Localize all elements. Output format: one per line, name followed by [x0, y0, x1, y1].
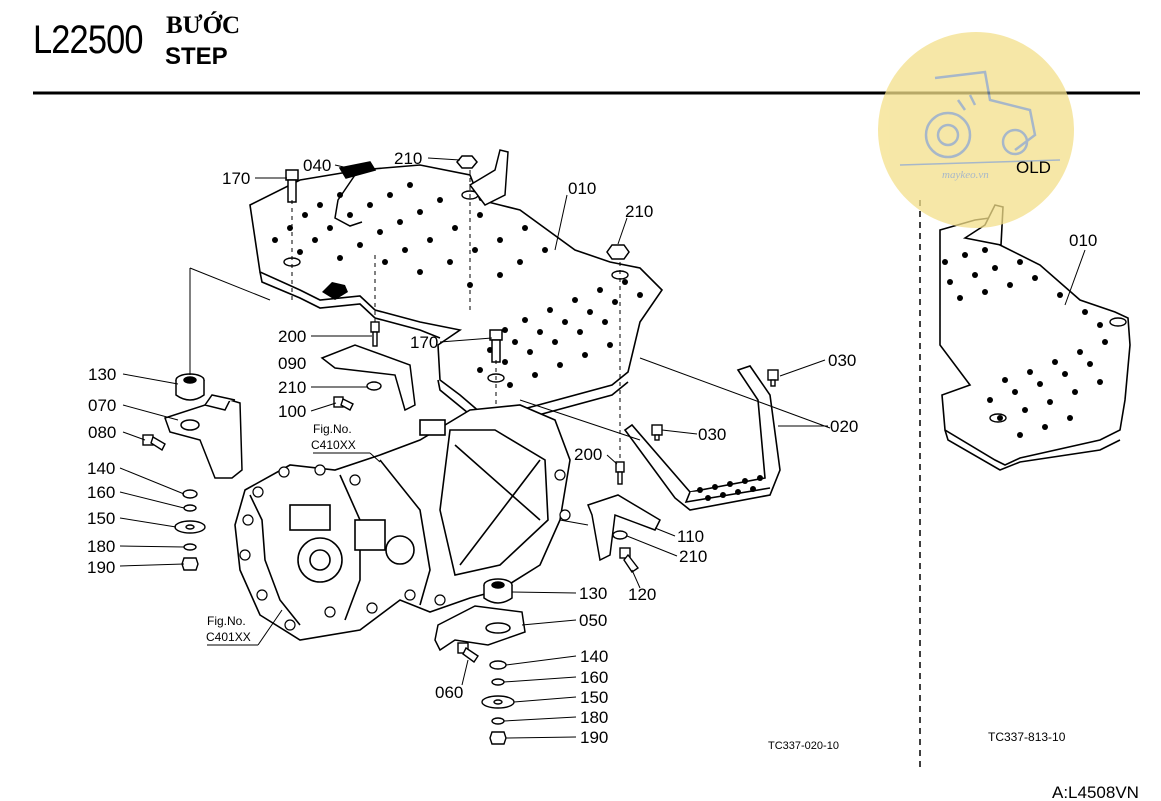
- callout-040: 040: [303, 156, 331, 175]
- side-view-plate: [939, 204, 1131, 471]
- callout-130: 130: [579, 584, 607, 603]
- fig-ref-code: C410XX: [311, 438, 356, 452]
- stud-200a: [370, 321, 380, 347]
- side-plate-hole-large: [1109, 317, 1127, 327]
- bracket-110: [587, 494, 661, 562]
- washer-stack-left: [174, 489, 206, 571]
- callout-030: 030: [828, 351, 856, 370]
- callout-150: 150: [87, 509, 115, 528]
- watermark: maykeo.vn: [878, 32, 1074, 228]
- callout-020: 020: [830, 417, 858, 436]
- callout-180: 180: [87, 537, 115, 556]
- watermark-circle: [878, 32, 1074, 228]
- callout-030: 030: [698, 425, 726, 444]
- bolt-120: [619, 547, 640, 573]
- drawing-code-side: TC337-813-10: [988, 730, 1066, 744]
- side-callout-010: 010: [1069, 231, 1097, 250]
- bracket-090: [320, 344, 416, 412]
- callout-150: 150: [580, 688, 608, 707]
- callout-100: 100: [278, 402, 306, 421]
- bolt-030a: [767, 369, 779, 387]
- callout-210: 210: [625, 202, 653, 221]
- callout-190: 190: [87, 558, 115, 577]
- tractor-icon: [899, 70, 1061, 166]
- callout-140: 140: [580, 647, 608, 666]
- step-plate-010: [249, 164, 664, 436]
- side-leader-010: [1064, 249, 1086, 306]
- callout-010: 010: [568, 179, 596, 198]
- step-bracket-holes: [697, 475, 763, 501]
- fig-ref-label: Fig.No.: [313, 422, 352, 436]
- callout-060: 060: [435, 683, 463, 702]
- title-english: STEP: [165, 43, 228, 70]
- bolt-170b: [489, 329, 503, 363]
- bolt-060: [457, 642, 479, 663]
- callout-210: 210: [394, 149, 422, 168]
- drawing-code-main: TC337-020-10: [768, 740, 839, 752]
- callout-210: 210: [679, 547, 707, 566]
- plate-top-bracket: [468, 149, 509, 206]
- callout-160: 160: [580, 668, 608, 687]
- mount-bracket-070: [164, 394, 243, 479]
- callout-210: 210: [278, 378, 306, 397]
- nut-210d: [612, 530, 628, 540]
- callout-170: 170: [410, 333, 438, 352]
- nut-210b: [606, 244, 630, 260]
- rubber-mount-130b: [483, 578, 513, 604]
- bolt-100: [333, 396, 354, 411]
- callout-140: 140: [87, 459, 115, 478]
- housing-bolts: [239, 464, 571, 631]
- bolt-170a: [285, 169, 299, 203]
- lever-040: [334, 161, 377, 227]
- washer-stack-lower: [481, 660, 515, 745]
- bolt-030b: [651, 424, 663, 441]
- callout-160: 160: [87, 483, 115, 502]
- nut-210a: [456, 155, 478, 169]
- bolt-080: [142, 434, 166, 452]
- nut-210c: [366, 381, 382, 391]
- callout-200: 200: [574, 445, 602, 464]
- assembly-guides: [291, 170, 621, 580]
- pedal-pad: [322, 282, 348, 300]
- callout-170: 170: [222, 169, 250, 188]
- callout-120: 120: [628, 585, 656, 604]
- callout-090: 090: [278, 354, 306, 373]
- callout-110: 110: [677, 527, 704, 546]
- plate-hole-large: [487, 373, 505, 383]
- callouts: 010 020 030 030 040 050 060 070 080 090 …: [87, 149, 858, 747]
- reference-lines: [189, 267, 831, 526]
- mount-bracket-050: [434, 605, 526, 652]
- callout-070: 070: [88, 396, 116, 415]
- callout-130: 130: [88, 365, 116, 384]
- watermark-tag: OLD: [1016, 158, 1051, 177]
- callout-050: 050: [579, 611, 607, 630]
- callout-080: 080: [88, 423, 116, 442]
- callout-180: 180: [580, 708, 608, 727]
- side-plate-holes: [942, 247, 1108, 438]
- rubber-mount-130a: [175, 373, 205, 401]
- page-code: A:L4508VN: [1052, 783, 1139, 801]
- plate-holes: [272, 182, 643, 388]
- callout-190: 190: [580, 728, 608, 747]
- title-vietnamese: BƯỚC: [166, 12, 241, 39]
- side-plate-hole-large: [989, 413, 1007, 423]
- stud-200b: [615, 461, 625, 485]
- watermark-brand: maykeo.vn: [942, 169, 989, 181]
- fig-ref-code: C401XX: [206, 630, 251, 644]
- leader-lines: [119, 157, 828, 739]
- callout-200: 200: [278, 327, 306, 346]
- transmission-housing: [234, 404, 571, 641]
- fig-ref-label: Fig.No.: [207, 614, 246, 628]
- model-code: L22500: [33, 18, 143, 62]
